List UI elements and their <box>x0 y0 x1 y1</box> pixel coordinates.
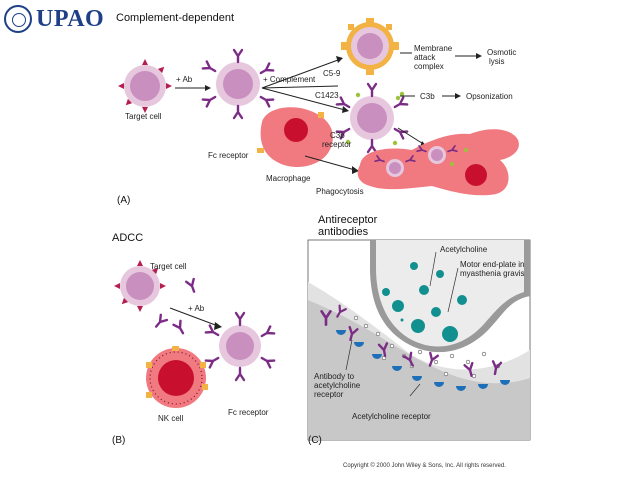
membrane-attack-label-1: Membrane <box>414 44 453 53</box>
nerve-terminal <box>370 240 530 353</box>
panel-b-title: ADCC <box>112 232 144 244</box>
panel-c-letter: (C) <box>308 435 322 446</box>
c3b-receptor-label-2: receptor <box>322 140 352 149</box>
ab-label-b: + Ab <box>188 304 205 313</box>
postsynaptic-membrane <box>308 282 530 440</box>
copyright-notice: Copyright © 2000 John Wiley & Sons, Inc.… <box>343 463 506 469</box>
panel-c <box>307 239 531 441</box>
opsonized-cell <box>335 82 409 154</box>
university-seal-icon <box>4 5 32 33</box>
antibody-coated-target-b <box>204 311 276 382</box>
acetylcholine-receptor-label: Acetylcholine receptor <box>352 412 431 421</box>
panel-c-title-1: Antireceptor <box>318 214 378 226</box>
acetylcholine-label: Acetylcholine <box>440 245 488 254</box>
panel-a-letter: (A) <box>117 195 131 206</box>
antibody-coated-cell <box>201 48 275 120</box>
membrane-attack-label-3: complex <box>414 62 444 71</box>
panel-b-letter: (B) <box>112 435 126 446</box>
antibody-to-receptor-label-2: acetylcholine <box>314 381 361 390</box>
c5-9-label: C5-9 <box>323 69 341 78</box>
panel-c-title-2: antibodies <box>318 226 369 238</box>
target-cell-label-b: Target cell <box>150 262 187 271</box>
c1423-label: C1423 <box>315 91 339 100</box>
c3b-label: C3b <box>420 92 435 101</box>
c3b-receptor-label-1: C3b <box>330 131 345 140</box>
lysis-label: lysis <box>489 57 505 66</box>
opsonization-label: Opsonization <box>466 92 513 101</box>
nk-cell-label: NK cell <box>158 414 184 423</box>
motor-end-plate-label-2: myasthenia gravis <box>460 269 525 278</box>
upao-logo: UPAO <box>4 4 104 34</box>
nk-cell <box>146 346 208 408</box>
complement-label: + Complement <box>263 75 316 84</box>
logo-text: UPAO <box>36 5 105 32</box>
target-cell-label-a: Target cell <box>125 112 162 121</box>
target-cell-b <box>114 260 166 312</box>
ab-label-a: + Ab <box>176 75 193 84</box>
membrane-attack-label-2: attack <box>414 53 436 62</box>
phagocytosis-label: Phagocytosis <box>316 187 364 196</box>
osmotic-label: Osmotic <box>487 48 517 57</box>
motor-end-plate-label-1: Motor end-plate in <box>460 260 525 269</box>
antibody-to-receptor-label-3: receptor <box>314 390 344 399</box>
fc-receptor-label-b: Fc receptor <box>228 408 269 417</box>
macrophage-a <box>257 107 333 168</box>
fc-receptor-label-a: Fc receptor <box>208 151 249 160</box>
macrophage-label: Macrophage <box>266 174 311 183</box>
panel-a-title: Complement-dependent <box>116 12 235 24</box>
antibody-to-receptor-label-1: Antibody to <box>314 372 355 381</box>
acetylcholine-receptors <box>336 330 510 391</box>
panel-b <box>114 260 276 408</box>
membrane-attack-cell <box>341 18 399 75</box>
panel-a <box>118 18 519 196</box>
phagocytosing-macrophage <box>357 129 519 196</box>
target-cell-a <box>118 59 172 113</box>
